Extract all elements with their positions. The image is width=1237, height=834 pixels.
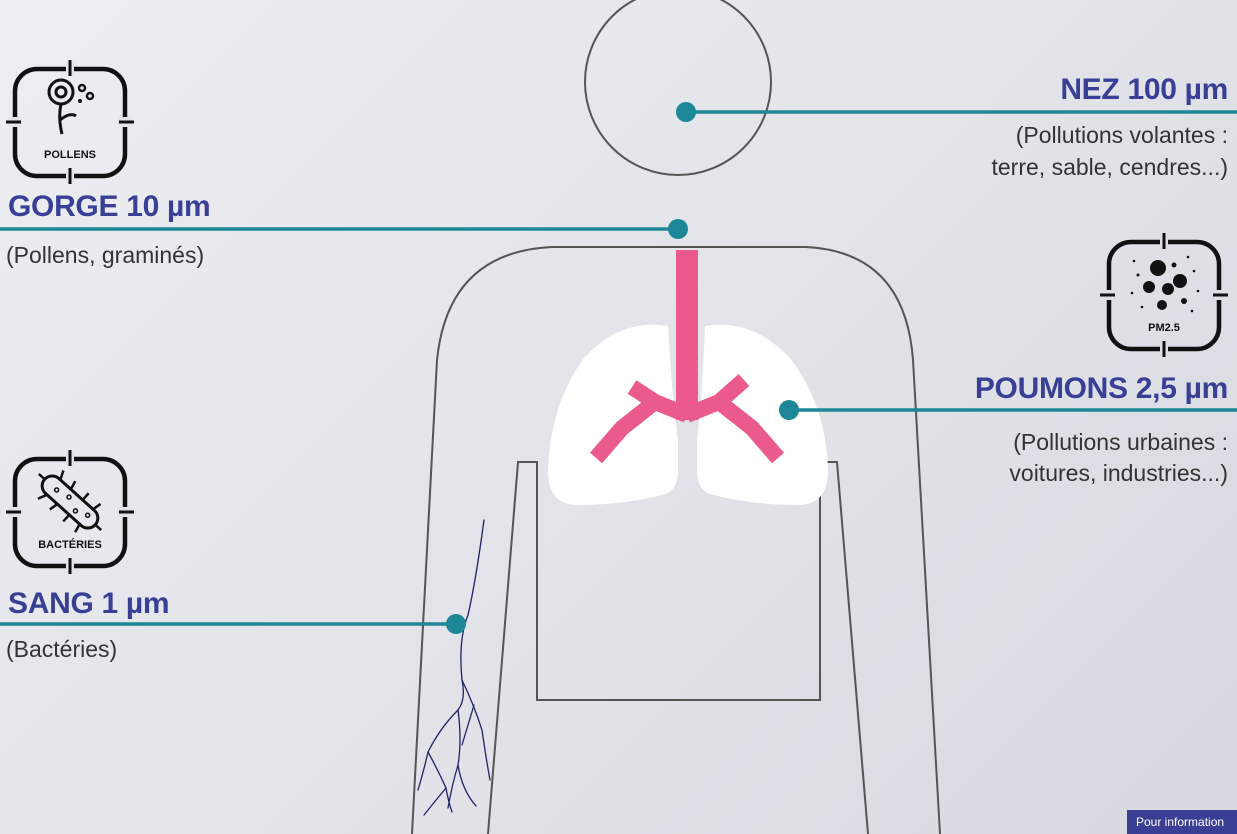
sang-title: SANG 1 µm xyxy=(8,587,169,621)
particles-icon: PM2.5 xyxy=(1100,233,1228,357)
poumons-description-line2: voitures, industries...) xyxy=(1009,458,1228,489)
pollens-caption: POLLENS xyxy=(44,149,96,161)
arm-veins xyxy=(418,520,490,815)
body-outline xyxy=(488,462,868,834)
nez-description-line1: (Pollutions volantes : xyxy=(1016,120,1228,151)
head-outline xyxy=(585,0,771,175)
poumons-title: POUMONS 2,5 µm xyxy=(975,372,1228,406)
bacteries-caption: BACTÉRIES xyxy=(38,538,102,551)
info-badge[interactable]: Pour information xyxy=(1127,810,1237,834)
pm25-caption: PM2.5 xyxy=(1148,322,1180,334)
right-lung xyxy=(697,325,828,505)
poumons-description-line1: (Pollutions urbaines : xyxy=(1013,427,1228,458)
gorge-description: (Pollens, graminés) xyxy=(6,240,204,271)
nez-title: NEZ 100 µm xyxy=(1060,73,1228,107)
gorge-title: GORGE 10 µm xyxy=(8,190,210,224)
nez-description-line2: terre, sable, cendres...) xyxy=(992,152,1229,183)
left-lung xyxy=(548,325,678,505)
bacteria-icon: BACTÉRIES xyxy=(6,450,134,574)
flower-pollen-icon: POLLENS xyxy=(6,60,134,184)
sang-description: (Bactéries) xyxy=(6,634,117,665)
